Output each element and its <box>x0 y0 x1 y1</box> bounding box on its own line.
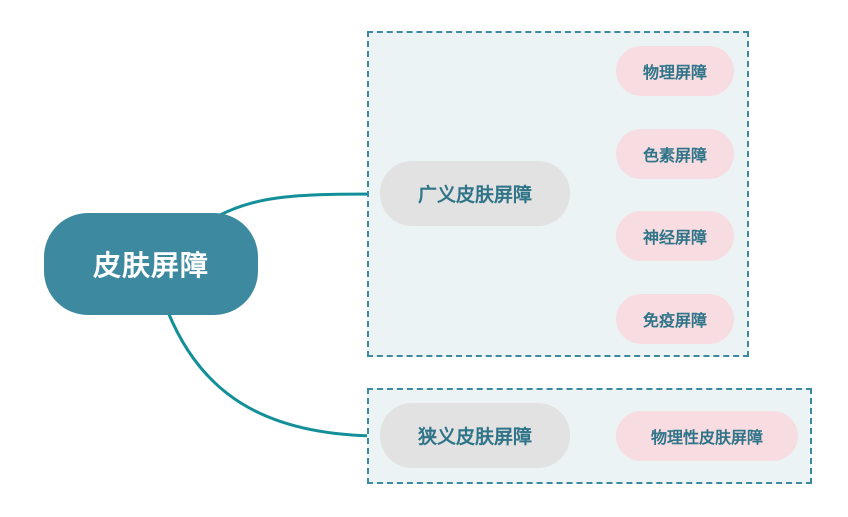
leaf-immune-barrier: 免疫屏障 <box>616 294 734 344</box>
leaf-physical-barrier: 物理屏障 <box>616 46 734 96</box>
narrow-barrier-node: 狭义皮肤屏障 <box>380 403 570 468</box>
root-to-narrow-connector <box>166 311 383 438</box>
root-node: 皮肤屏障 <box>44 213 258 315</box>
leaf-physical-skin-barrier: 物理性皮肤屏障 <box>616 411 798 461</box>
leaf-neural-barrier: 神经屏障 <box>616 211 734 261</box>
leaf-pigment-barrier: 色素屏障 <box>616 129 734 179</box>
root-to-broad-connector <box>219 192 383 217</box>
broad-barrier-node: 广义皮肤屏障 <box>380 161 570 226</box>
